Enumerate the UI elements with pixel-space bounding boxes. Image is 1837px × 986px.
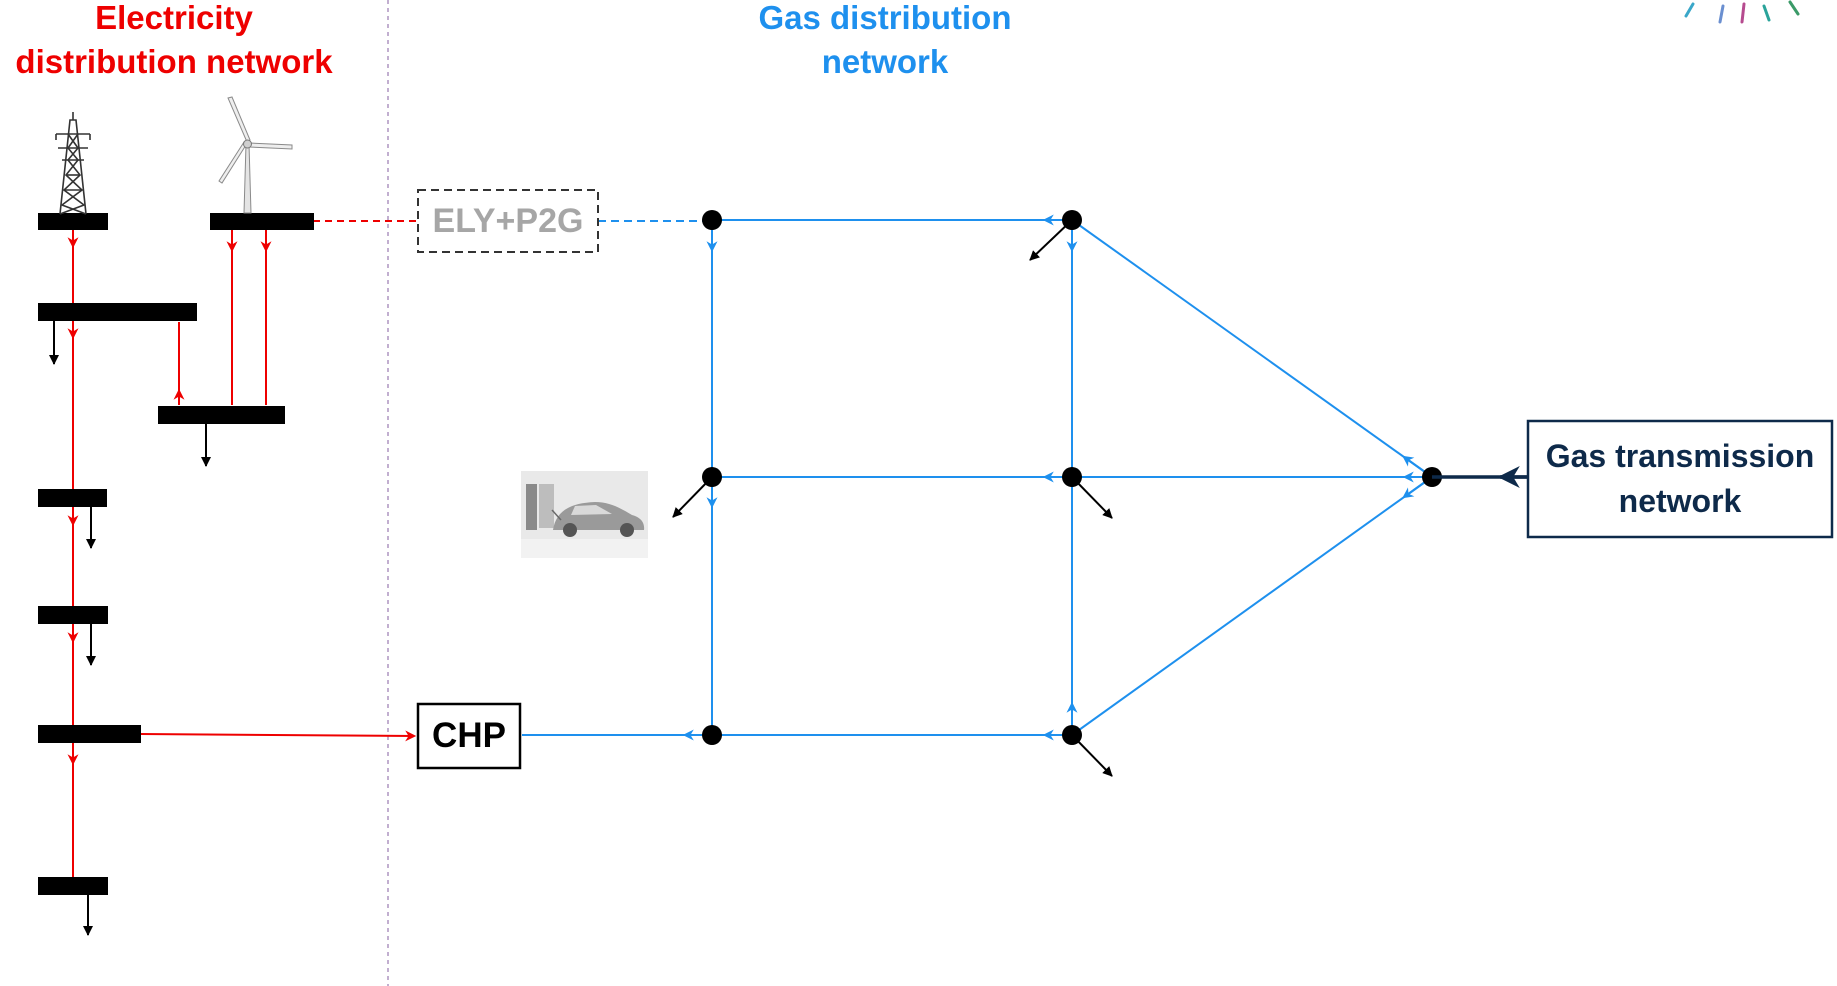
ev-charging-icon: [521, 471, 648, 558]
gas-network-title: Gas distribution network: [758, 0, 1012, 80]
electricity-network-title: Electricity distribution network: [15, 0, 333, 80]
gas-nodes: [702, 210, 1442, 745]
gas-node: [702, 725, 722, 745]
chp-box: [416, 702, 522, 770]
ely-p2g-label: ELY+P2G: [432, 201, 584, 240]
gas-transmission-label: Gas transmission network: [1545, 438, 1815, 519]
gas-pipe: [1071, 219, 1433, 478]
bus-bar: [38, 877, 108, 895]
logo-icon: [1684, 0, 1800, 24]
bus-bar: [38, 303, 197, 321]
bus-bar: [38, 725, 141, 743]
bus-bar: [38, 489, 107, 507]
gas-node: [702, 467, 722, 487]
transmission-tower-icon: [55, 112, 91, 215]
bus-bar: [158, 406, 285, 424]
gas-pipe: [1071, 476, 1433, 736]
gas-transmission-box: [1526, 419, 1834, 539]
wind-turbine-icon: [218, 96, 293, 214]
gas-node: [702, 210, 722, 230]
gas-loads: [672, 219, 1113, 777]
ely-p2g-box: [417, 189, 599, 253]
bus-bar: [38, 606, 108, 624]
bus-bar: [210, 213, 314, 230]
gas-node: [1062, 210, 1082, 230]
chp-to-elec-link: [139, 730, 417, 742]
gas-network: [522, 214, 1433, 741]
chp-label: CHP: [432, 716, 506, 755]
gas-node: [1062, 467, 1082, 487]
gas-node: [1062, 725, 1082, 745]
bus-bar: [38, 213, 108, 230]
electricity-network: [38, 213, 418, 936]
